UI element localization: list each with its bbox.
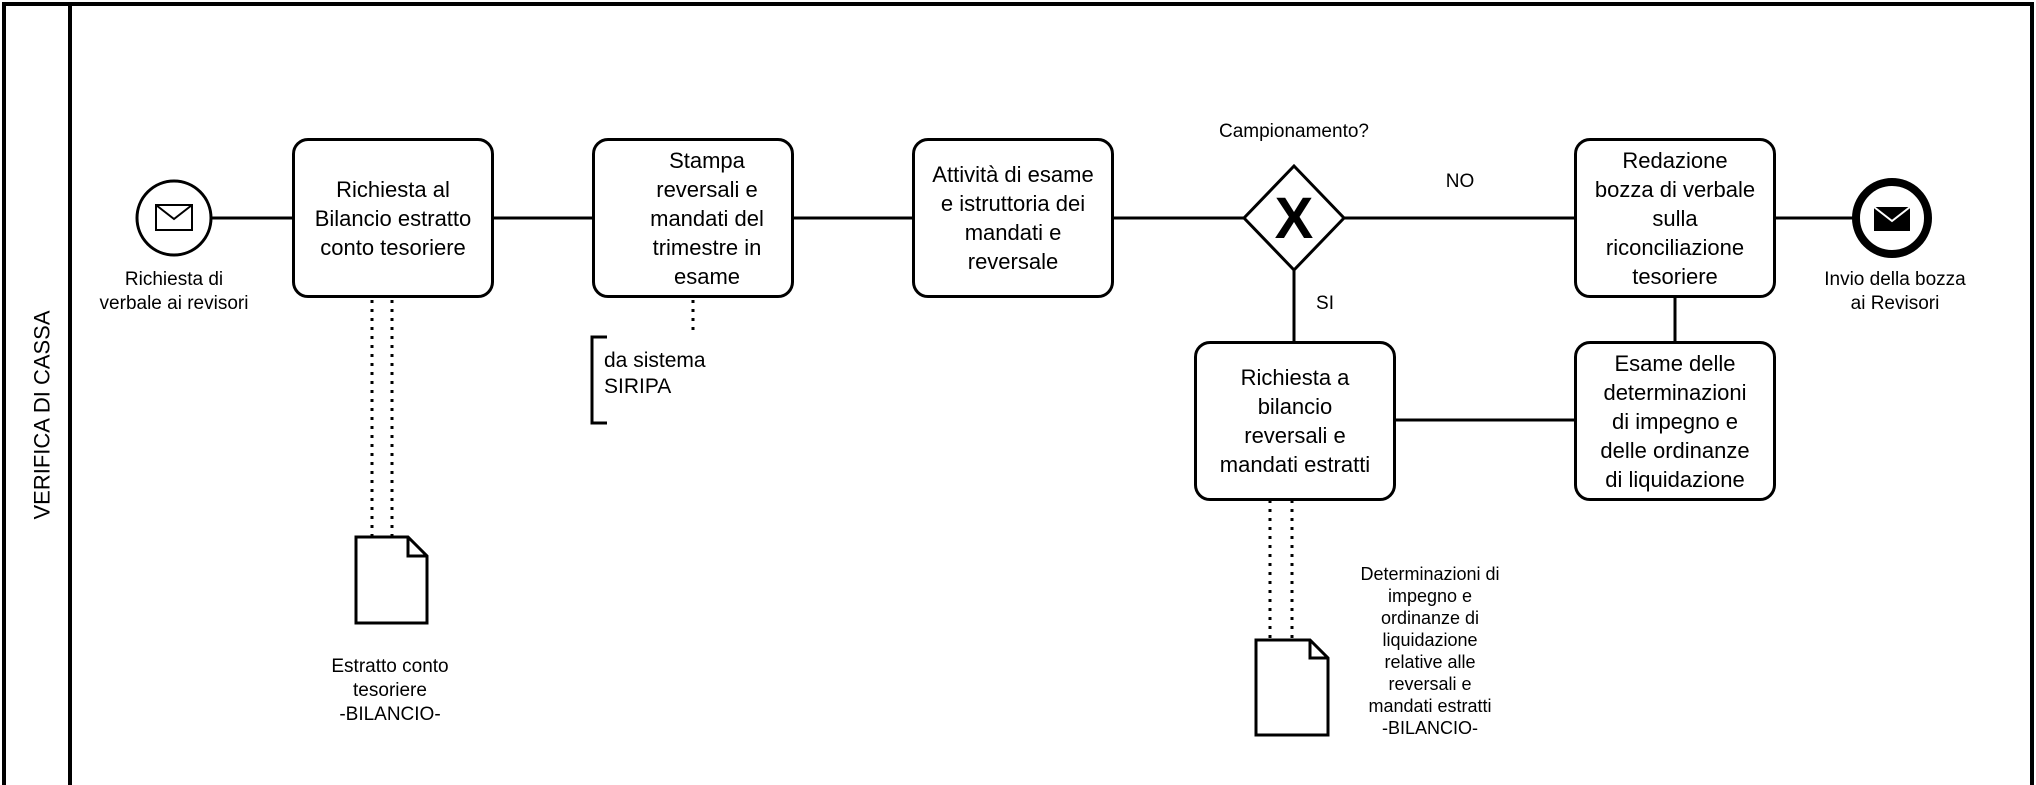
data-object-determinazioni-label: Determinazioni di impegno e ordinanze di… [1360,564,1500,738]
lane-title: VERIFICA DI CASSA [30,300,56,530]
data-associations [370,300,1294,640]
task-redazione[interactable]: Redazione bozza di verbale sulla riconci… [1574,138,1776,298]
annotation-text: da sistema SIRIPA [604,349,706,398]
data-object-estratto-label: Estratto conto tesoriere -BILANCIO- [331,656,449,725]
task-esame-determinazioni[interactable]: Esame delle determinazioni di impegno e … [1574,341,1776,501]
task-richiesta-reversali[interactable]: Richiesta a bilancio reversali e mandati… [1194,341,1396,501]
sequence-flows [211,216,1855,422]
task-stampa-label: Stampa reversali e mandati del trimestre… [650,147,764,289]
lane-title-text: VERIFICA DI CASSA [30,310,55,520]
task-richiesta-reversali-label: Richiesta a bilancio reversali e mandati… [1219,365,1371,477]
gateway-no-label: NO [1445,171,1475,192]
task-redazione-label: Redazione bozza di verbale sulla riconci… [1594,147,1756,289]
task-attivita-label: Attività di esame e istruttoria dei mand… [932,162,1094,274]
start-event-label: Richiesta di verbale ai revisori [99,269,249,314]
end-event-label: Invio della bozza ai Revisori [1824,269,1966,314]
annotation-bracket [590,335,607,425]
task-richiesta-bilancio[interactable]: Richiesta al Bilancio estratto conto tes… [292,138,494,298]
task-esame-determinazioni-label: Esame delle determinazioni di impegno e … [1600,350,1750,492]
envelope-icon [155,204,193,231]
task-attivita[interactable]: Attività di esame e istruttoria dei mand… [912,138,1114,298]
task-stampa[interactable]: Stampa reversali e mandati del trimestre… [592,138,794,298]
task-richiesta-bilancio-label: Richiesta al Bilancio estratto conto tes… [314,176,472,260]
data-object-determinazioni[interactable] [1254,638,1330,737]
data-object-estratto[interactable] [354,535,429,625]
gateway-campionamento[interactable] [1241,163,1347,273]
gateway-x-marker: X [1275,186,1314,251]
envelope-filled-icon [1873,206,1911,231]
gateway-si-label: SI [1316,293,1334,314]
gateway-question: Campionamento? [1219,121,1369,142]
